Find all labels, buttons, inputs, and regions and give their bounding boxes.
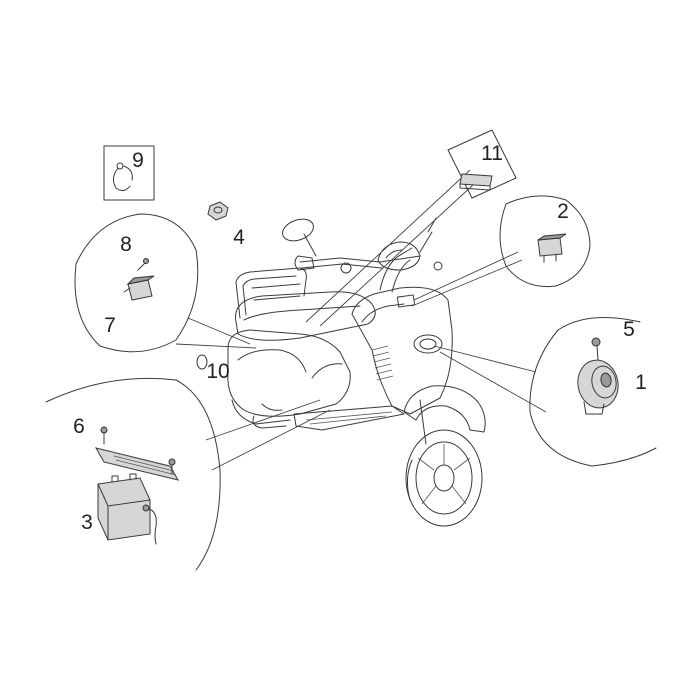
callout-1: 1: [635, 371, 647, 394]
callout-7: 7: [104, 314, 116, 337]
part-7-relay: [123, 275, 155, 301]
callout-numbers: 1 2 3 4 5 6 7 8 9 10 11: [73, 142, 647, 534]
callout-10: 10: [206, 360, 229, 383]
callout-8: 8: [120, 233, 132, 256]
part-3-battery: [97, 473, 157, 545]
part-5-screw: [591, 337, 601, 361]
callout-3: 3: [81, 511, 93, 534]
part-6-screw: [100, 426, 108, 445]
part-2-relay: [537, 233, 567, 263]
part-8-screw: [137, 258, 149, 271]
part-10-ring: [196, 354, 208, 370]
callout-frame-1-5: [529, 317, 657, 467]
callout-6: 6: [73, 415, 85, 438]
callout-frame-2: [499, 195, 591, 288]
callout-2: 2: [557, 200, 569, 223]
callout-frames: [45, 129, 657, 571]
part-4-nut: [207, 201, 229, 221]
callout-11: 11: [481, 142, 503, 165]
part-9-clip: [112, 162, 133, 192]
callout-frame-9: [103, 145, 155, 201]
part-1-horn: [577, 359, 619, 415]
scooter-outline: [227, 217, 486, 527]
part-regulator: [94, 447, 180, 481]
leader-lines: [175, 169, 547, 471]
part-11-module: [459, 173, 493, 191]
callout-frame-3-6: [45, 377, 221, 571]
callout-4: 4: [233, 226, 245, 249]
callout-frame-7-8: [74, 213, 199, 353]
callout-9: 9: [132, 149, 144, 172]
callout-5: 5: [623, 318, 635, 341]
